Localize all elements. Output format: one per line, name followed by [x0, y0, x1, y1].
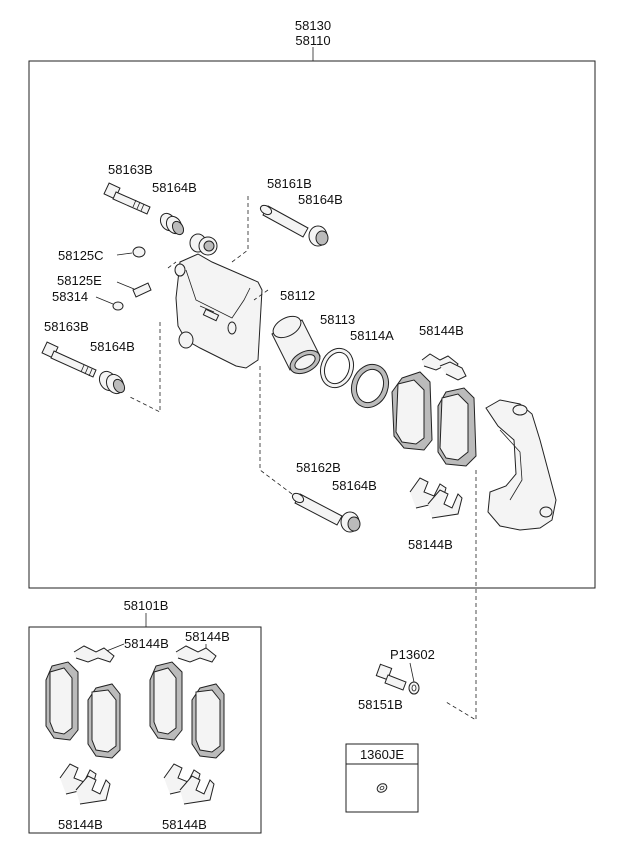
kit-pad-4: [191, 683, 225, 759]
kit-shim-right: [175, 645, 217, 663]
label-boot-upper: 58164B: [152, 180, 197, 195]
upper-bolt-boot: [159, 212, 185, 236]
label-cap: 58125C: [58, 248, 104, 263]
legend-box: [345, 743, 419, 813]
label-bracket-bolt: 58151B: [358, 697, 403, 712]
label-bolt-upper: 58163B: [108, 162, 153, 177]
main-assembly-frame: [28, 60, 596, 589]
label-pad-kit: 58101B: [124, 598, 169, 613]
piston-guideline: [253, 289, 269, 301]
label-legend-code: 1360JE: [360, 747, 404, 762]
kit-clip-left: [59, 763, 111, 805]
shim-clip-bottom: [409, 477, 463, 519]
label-piston: 58112: [280, 288, 315, 303]
bleeder-cap-part: [132, 246, 146, 258]
bracket-bolt-part: [375, 663, 407, 691]
label-boot-pin-upper: 58164B: [298, 192, 343, 207]
caliper-body: [174, 233, 263, 369]
label-pin-lower: 58162B: [296, 460, 341, 475]
pin-upper-guideline: [231, 196, 249, 263]
piston-seal-part: [319, 347, 355, 389]
brake-pad-outer: [437, 387, 477, 467]
cap-guideline: [167, 261, 177, 269]
label-shim-top: 58144B: [419, 323, 464, 338]
label-washer: P13602: [390, 647, 435, 662]
upper-guide-bolt: [103, 182, 151, 215]
upper-guide-pin: [259, 204, 309, 238]
bracket-bolt-guideline: [445, 470, 477, 721]
bleeder-screw-part: [112, 282, 152, 311]
label-kit-shim-tl: 58144B: [124, 636, 169, 651]
upper-pin-boot: [308, 225, 329, 247]
label-kit-clip-br: 58144B: [162, 817, 207, 832]
dust-boot-part: [350, 363, 390, 409]
label-shim-bottom: 58144B: [408, 537, 453, 552]
label-boot-pin-lower: 58164B: [332, 478, 377, 493]
kit-pad-2: [87, 683, 121, 759]
piston-part: [271, 315, 321, 375]
label-bleeder-cap: 58314: [52, 289, 88, 304]
label-kit-clip-bl: 58144B: [58, 817, 103, 832]
kit-pad-3: [149, 661, 183, 741]
lower-pin-boot: [340, 511, 361, 533]
label-pin-upper: 58161B: [267, 176, 312, 191]
bolt-lower-guideline: [127, 322, 161, 413]
lower-bolt-boot: [98, 370, 126, 395]
washer-part: [408, 681, 420, 695]
lower-guide-bolt: [41, 341, 97, 378]
lower-guide-pin: [291, 492, 343, 526]
label-bleeder: 58125E: [57, 273, 102, 288]
legend-grommet-icon: [376, 783, 388, 793]
shim-clip-top: [421, 353, 467, 381]
label-boot-lower: 58164B: [90, 339, 135, 354]
label-seal: 58113: [320, 312, 355, 327]
label-58110: 58110: [295, 33, 330, 48]
label-bolt-lower: 58163B: [44, 319, 89, 334]
pad-kit-frame: [28, 626, 262, 834]
kit-pad-1: [45, 661, 79, 741]
kit-shim-left: [73, 645, 115, 663]
kit-clip-right: [163, 763, 215, 805]
label-kit-shim-tr: 58144B: [185, 629, 230, 644]
label-dust-boot: 58114A: [350, 328, 394, 343]
label-58130: 58130: [295, 18, 331, 33]
pin-lower-guideline: [259, 366, 293, 495]
caliper-bracket: [485, 399, 557, 531]
brake-pad-inner: [391, 371, 433, 451]
